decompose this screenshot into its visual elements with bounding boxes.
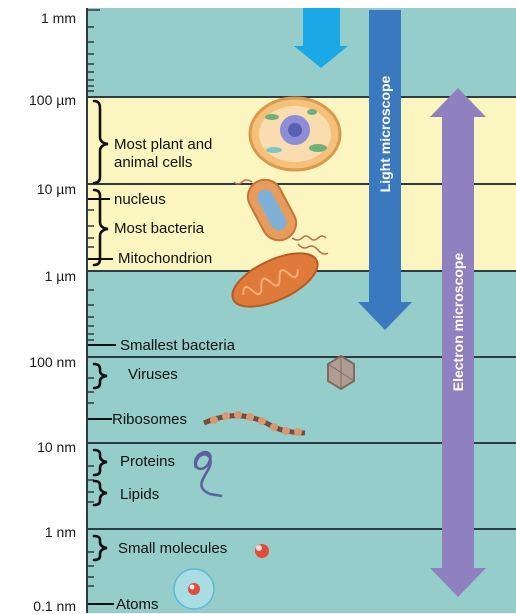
top-down-arrow bbox=[294, 8, 348, 68]
atom-illustration bbox=[174, 569, 214, 609]
light-microscope-label: Light microscope bbox=[376, 74, 394, 194]
ribosome-chain-illustration bbox=[204, 411, 305, 436]
small-molecule-illustration bbox=[255, 544, 269, 558]
cell-illustration bbox=[250, 98, 340, 170]
protein-illustration bbox=[195, 452, 222, 496]
virus-illustration bbox=[328, 356, 354, 389]
electron-microscope-label: Electron microscope bbox=[449, 252, 467, 392]
mitochondrion-illustration bbox=[225, 242, 325, 317]
bacterium-illustration bbox=[234, 174, 328, 254]
